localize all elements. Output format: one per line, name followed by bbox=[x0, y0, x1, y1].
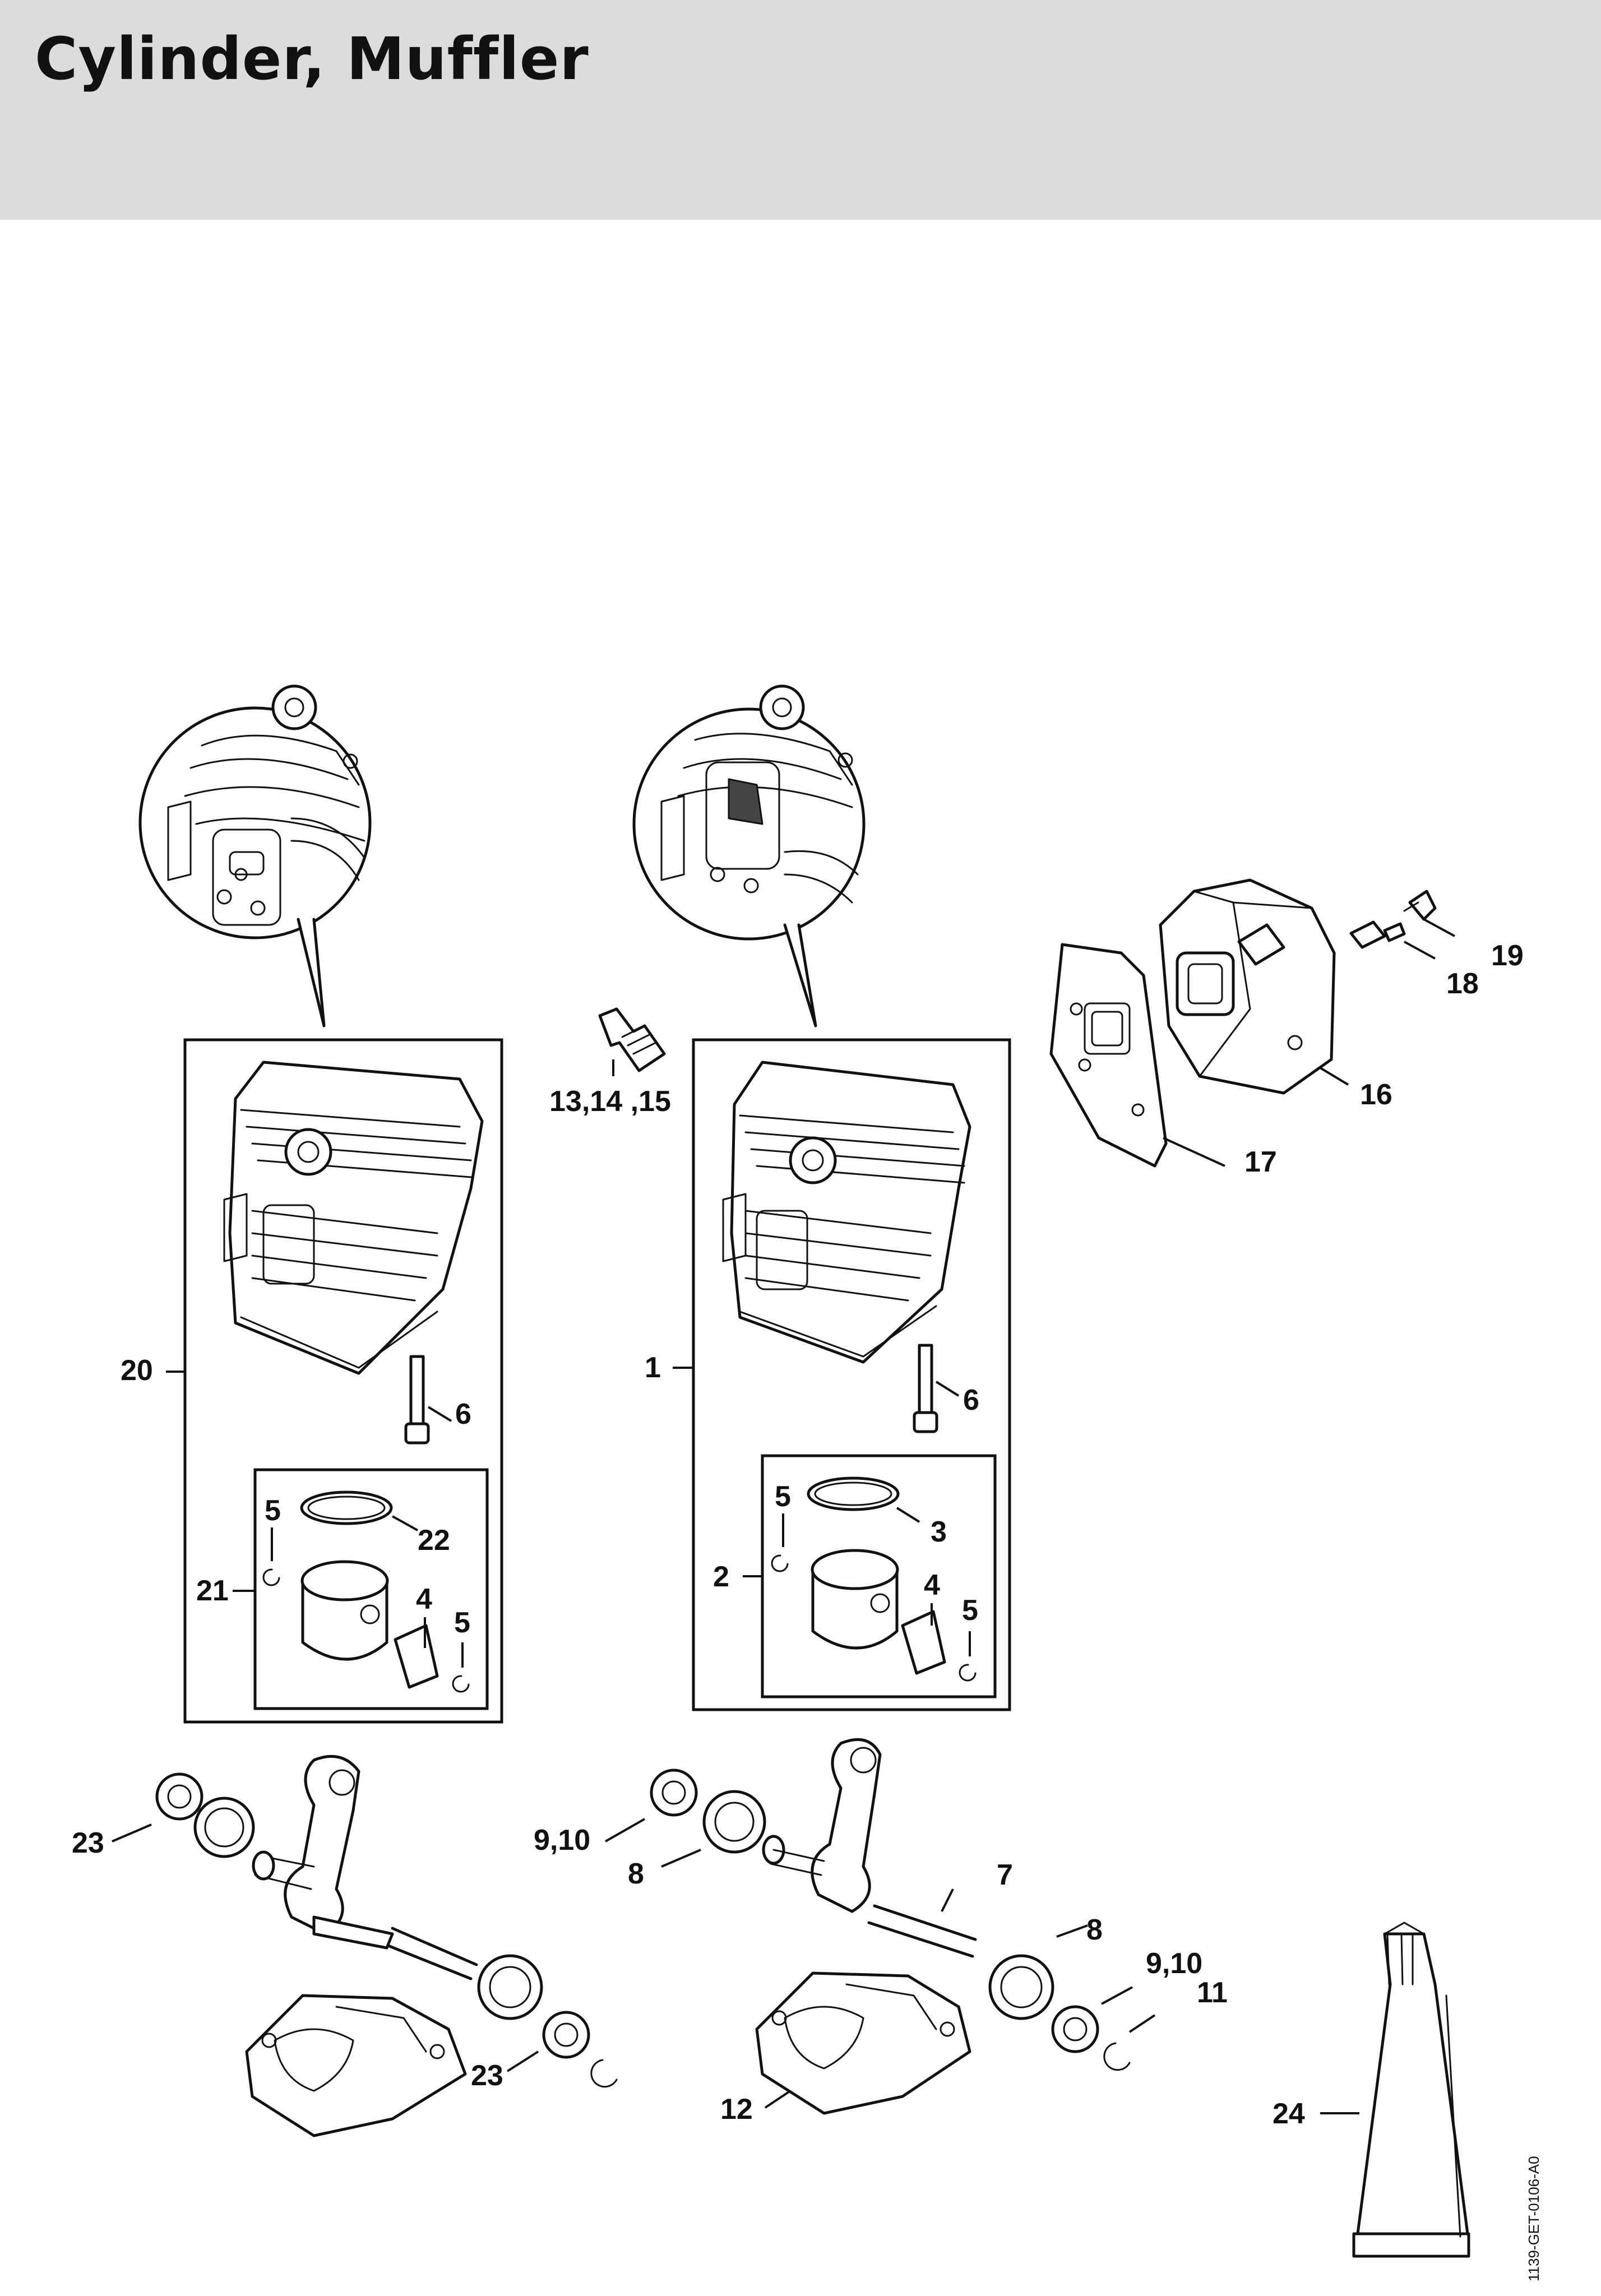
grease-tube-24 bbox=[1352, 1922, 1470, 2258]
screw-18 bbox=[1349, 920, 1406, 949]
detail-magnifier-left bbox=[138, 684, 372, 1027]
cylinder-assembly-box-20 bbox=[183, 1038, 503, 1724]
callout-2: 2 bbox=[713, 1561, 729, 1593]
callout-19: 19 bbox=[1491, 939, 1524, 972]
callout-5-center-a: 5 bbox=[775, 1480, 791, 1513]
spark-plug bbox=[598, 1007, 666, 1072]
crankshaft-left bbox=[155, 1755, 618, 2088]
callout-17: 17 bbox=[1244, 1146, 1277, 1178]
header-bar: Cylinder, Muffler bbox=[0, 0, 1601, 220]
piston-kit-left bbox=[262, 1490, 470, 1693]
callout-18: 18 bbox=[1446, 968, 1479, 1000]
callout-13-14-15: 13,14 ,15 bbox=[549, 1085, 671, 1118]
callout-6-center: 6 bbox=[963, 1384, 979, 1417]
callout-23-bottom: 23 bbox=[471, 2059, 503, 2092]
callout-23-left: 23 bbox=[72, 1827, 104, 1859]
piston-kit-center bbox=[771, 1476, 977, 1682]
callout-4-center: 4 bbox=[924, 1569, 940, 1601]
callout-6-left: 6 bbox=[455, 1398, 471, 1431]
page-title: Cylinder, Muffler bbox=[35, 25, 589, 93]
callout-22: 22 bbox=[418, 1524, 450, 1557]
callout-12: 12 bbox=[720, 2093, 753, 2126]
muffler-gasket-17 bbox=[1049, 943, 1168, 1168]
callout-20: 20 bbox=[121, 1354, 153, 1387]
detail-magnifier-center bbox=[632, 684, 866, 1027]
callout-5-left-a: 5 bbox=[265, 1494, 281, 1527]
callout-21: 21 bbox=[196, 1575, 229, 1607]
spring-clip-19 bbox=[1403, 890, 1437, 921]
cylinder-center bbox=[722, 1061, 971, 1364]
cylinder-left bbox=[223, 1061, 484, 1375]
callout-7: 7 bbox=[997, 1859, 1013, 1891]
drawing-code: 1139-GET-0106-A0 bbox=[1525, 2156, 1542, 2281]
screw-6-center bbox=[913, 1344, 938, 1433]
callout-3: 3 bbox=[931, 1516, 947, 1548]
callout-24: 24 bbox=[1273, 2098, 1305, 2130]
callout-4-left: 4 bbox=[416, 1583, 432, 1615]
callout-1: 1 bbox=[645, 1351, 661, 1384]
callout-9-10-left: 9,10 bbox=[534, 1824, 590, 1857]
crankshaft-center bbox=[650, 1738, 1131, 2071]
callout-labels: 20 6 5 22 21 4 5 13,14 ,15 1 6 5 3 2 4 5… bbox=[72, 939, 1524, 2130]
crankcase-12 bbox=[755, 1971, 971, 2115]
screw-6-left bbox=[404, 1355, 430, 1445]
callout-9-10-right: 9,10 bbox=[1146, 1947, 1202, 1980]
callout-16: 16 bbox=[1360, 1078, 1392, 1111]
muffler-16 bbox=[1159, 878, 1336, 1095]
callout-8-right: 8 bbox=[1086, 1914, 1103, 1946]
callout-5-center-b: 5 bbox=[962, 1594, 978, 1627]
callout-8-left: 8 bbox=[628, 1858, 644, 1890]
leader-lines bbox=[112, 918, 1455, 2114]
callout-5-left-b: 5 bbox=[454, 1607, 470, 1639]
callout-11: 11 bbox=[1197, 1976, 1228, 2009]
crankcase-left bbox=[245, 1994, 467, 2137]
